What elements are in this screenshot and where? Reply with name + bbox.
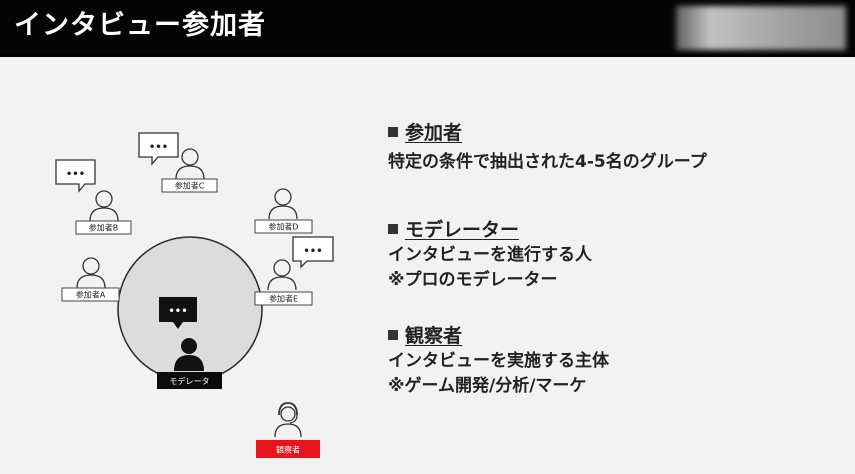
square-bullet-icon bbox=[388, 224, 398, 234]
moderator-tag bbox=[157, 372, 222, 389]
square-bullet-icon bbox=[388, 127, 398, 137]
section-moderator: モデレーター インタビューを進行する人 ※プロのモデレーター bbox=[388, 217, 592, 293]
person-icon bbox=[274, 188, 292, 206]
speech-dots: ••• bbox=[149, 142, 168, 153]
section-line: インタビューを実施する主体 bbox=[388, 351, 609, 371]
person-icon bbox=[181, 148, 199, 166]
section-title: モデレーター bbox=[388, 217, 592, 243]
moderator: ••• モデレータ bbox=[157, 297, 222, 389]
person-icon bbox=[273, 259, 291, 277]
name-tag bbox=[254, 291, 313, 306]
section-title: 参加者 bbox=[388, 120, 707, 146]
participant-b: 参加者B bbox=[75, 190, 132, 235]
participant-label: 参加者B bbox=[89, 223, 119, 233]
square-bullet-icon bbox=[388, 330, 398, 340]
name-tag bbox=[75, 220, 132, 235]
slide-header: インタビュー参加者 bbox=[0, 0, 855, 54]
speech-bubble-icon bbox=[159, 297, 197, 329]
section-line: 特定の条件で抽出された4-5名のグループ bbox=[388, 152, 707, 172]
headset-person-icon bbox=[280, 406, 296, 422]
person-icon bbox=[82, 257, 100, 275]
participant-c: 参加者C bbox=[161, 148, 218, 193]
slide-body: 参加者C ••• 参加者B ••• 参加者D bbox=[0, 57, 855, 474]
speech-dots: ••• bbox=[66, 169, 85, 180]
blurred-logo bbox=[676, 6, 846, 50]
name-tag bbox=[61, 287, 120, 302]
participant-label: 参加者C bbox=[175, 181, 205, 191]
section-participants: 参加者 特定の条件で抽出された4-5名のグループ bbox=[388, 120, 707, 175]
name-tag bbox=[254, 219, 313, 234]
name-tag bbox=[161, 178, 218, 193]
speech-bubble-icon: ••• bbox=[55, 159, 96, 193]
section-line: インタビューを進行する人 bbox=[388, 245, 592, 265]
section-line: ※ゲーム開発/分析/マーケ bbox=[388, 376, 587, 396]
participant-diagram: 参加者C ••• 参加者B ••• 参加者D bbox=[55, 132, 334, 458]
person-icon bbox=[181, 338, 197, 354]
participant-label: 参加者A bbox=[76, 290, 106, 300]
participant-label: 参加者D bbox=[268, 222, 298, 232]
slide-title: インタビュー参加者 bbox=[14, 10, 266, 41]
person-icon bbox=[95, 190, 113, 208]
participant-a: 参加者A bbox=[61, 257, 120, 302]
observer-label: 観察者 bbox=[276, 445, 300, 455]
observer-tag bbox=[256, 440, 320, 458]
speech-dots: ••• bbox=[303, 246, 322, 257]
section-observer: 観察者 インタビューを実施する主体 ※ゲーム開発/分析/マーケ bbox=[388, 323, 609, 399]
section-title: 観察者 bbox=[388, 323, 609, 349]
participant-e: 参加者E bbox=[254, 259, 313, 306]
participant-label: 参加者E bbox=[269, 294, 298, 304]
speech-bubble-icon: ••• bbox=[292, 236, 334, 269]
speech-bubble-icon: ••• bbox=[138, 132, 179, 166]
section-line: ※プロのモデレーター bbox=[388, 270, 558, 290]
observer: 観察者 bbox=[256, 402, 320, 458]
participant-d: 参加者D bbox=[254, 188, 313, 234]
moderator-label: モデレータ bbox=[170, 376, 210, 386]
speech-dots: ••• bbox=[168, 306, 187, 317]
